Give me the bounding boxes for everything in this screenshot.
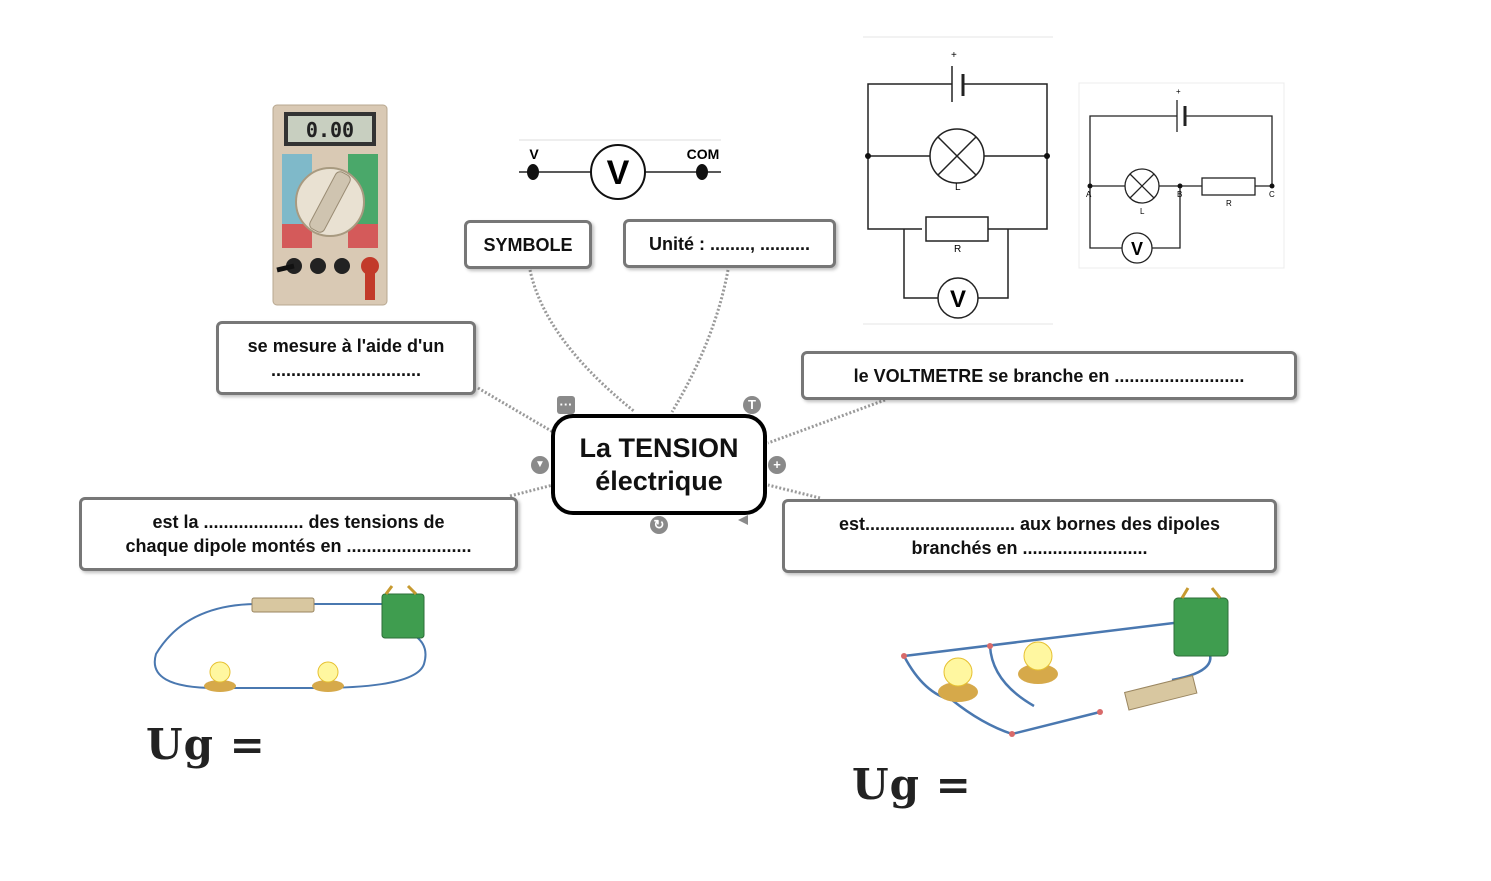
node-mesure[interactable]: se mesure à l'aide d'un ................… bbox=[216, 321, 476, 395]
more-options-icon[interactable]: ··· bbox=[557, 396, 575, 414]
symbol-v-label: V bbox=[529, 146, 539, 162]
c2-plus: + bbox=[1176, 87, 1181, 96]
series-circuit-image bbox=[153, 584, 427, 692]
link-symbole bbox=[528, 269, 636, 414]
node-derivation[interactable]: est.............................. aux bo… bbox=[782, 499, 1277, 573]
symbol-circle-label: V bbox=[607, 154, 630, 192]
node-serie-line1: est la .................... des tensions… bbox=[152, 512, 445, 532]
link-voltmetre bbox=[767, 398, 886, 445]
c2-lamp-label: L bbox=[1140, 207, 1145, 216]
refresh-icon[interactable]: ↻ bbox=[650, 516, 668, 534]
add-node-icon[interactable]: + bbox=[768, 456, 786, 474]
link-serie bbox=[509, 483, 554, 498]
node-symbole[interactable]: SYMBOLE bbox=[464, 220, 592, 269]
node-symbole-text: SYMBOLE bbox=[483, 234, 573, 255]
parallel-circuit-image bbox=[901, 587, 1229, 737]
c2-point-a: A bbox=[1086, 190, 1092, 199]
ug-parallel: Ug = bbox=[852, 760, 972, 809]
central-line1: La TENSION bbox=[579, 432, 739, 463]
ug-series: Ug = bbox=[146, 720, 266, 769]
link-unite bbox=[670, 269, 730, 413]
circuit-diagram-series: + L R A B C V bbox=[1078, 82, 1285, 269]
central-line2: électrique bbox=[595, 465, 723, 496]
voltmeter-symbol: V V COM bbox=[519, 139, 721, 200]
link-mesure bbox=[477, 386, 554, 434]
node-derivation-line2: branchés en ......................... bbox=[911, 538, 1148, 558]
c1-resistor-label: R bbox=[954, 244, 961, 255]
c2-point-c: C bbox=[1269, 190, 1275, 199]
node-serie[interactable]: est la .................... des tensions… bbox=[79, 497, 518, 571]
c2-meter-label: V bbox=[1131, 239, 1143, 259]
central-topic[interactable]: La TENSION électrique bbox=[551, 414, 767, 515]
multimeter-image: 0.00 bbox=[272, 104, 388, 306]
multimeter-display: 0.00 bbox=[306, 118, 354, 142]
node-mesure-line2: .............................. bbox=[270, 360, 422, 380]
c1-meter-label: V bbox=[950, 286, 966, 313]
pin-icon[interactable] bbox=[736, 513, 750, 527]
symbol-com-label: COM bbox=[687, 146, 720, 162]
c2-point-b: B bbox=[1177, 190, 1182, 199]
node-voltmetre-text: le VOLTMETRE se branche en .............… bbox=[853, 365, 1245, 386]
node-derivation-line1: est.............................. aux bo… bbox=[838, 514, 1221, 534]
c1-lamp-label: L bbox=[955, 182, 961, 193]
link-derivation bbox=[767, 483, 821, 500]
text-format-icon[interactable]: T bbox=[743, 396, 761, 414]
circuit-diagram-parallel: + L R V bbox=[863, 36, 1053, 325]
c2-resistor-label: R bbox=[1226, 199, 1232, 208]
node-voltmetre[interactable]: le VOLTMETRE se branche en .............… bbox=[801, 351, 1297, 400]
collapse-icon[interactable]: ▼ bbox=[531, 456, 549, 474]
node-unite[interactable]: Unité : ........, .......... bbox=[623, 219, 836, 268]
node-unite-text: Unité : ........, .......... bbox=[648, 233, 810, 254]
node-mesure-line1: se mesure à l'aide d'un bbox=[247, 336, 445, 356]
node-serie-line2: chaque dipole montés en ................… bbox=[125, 536, 472, 556]
c1-plus: + bbox=[951, 50, 957, 61]
